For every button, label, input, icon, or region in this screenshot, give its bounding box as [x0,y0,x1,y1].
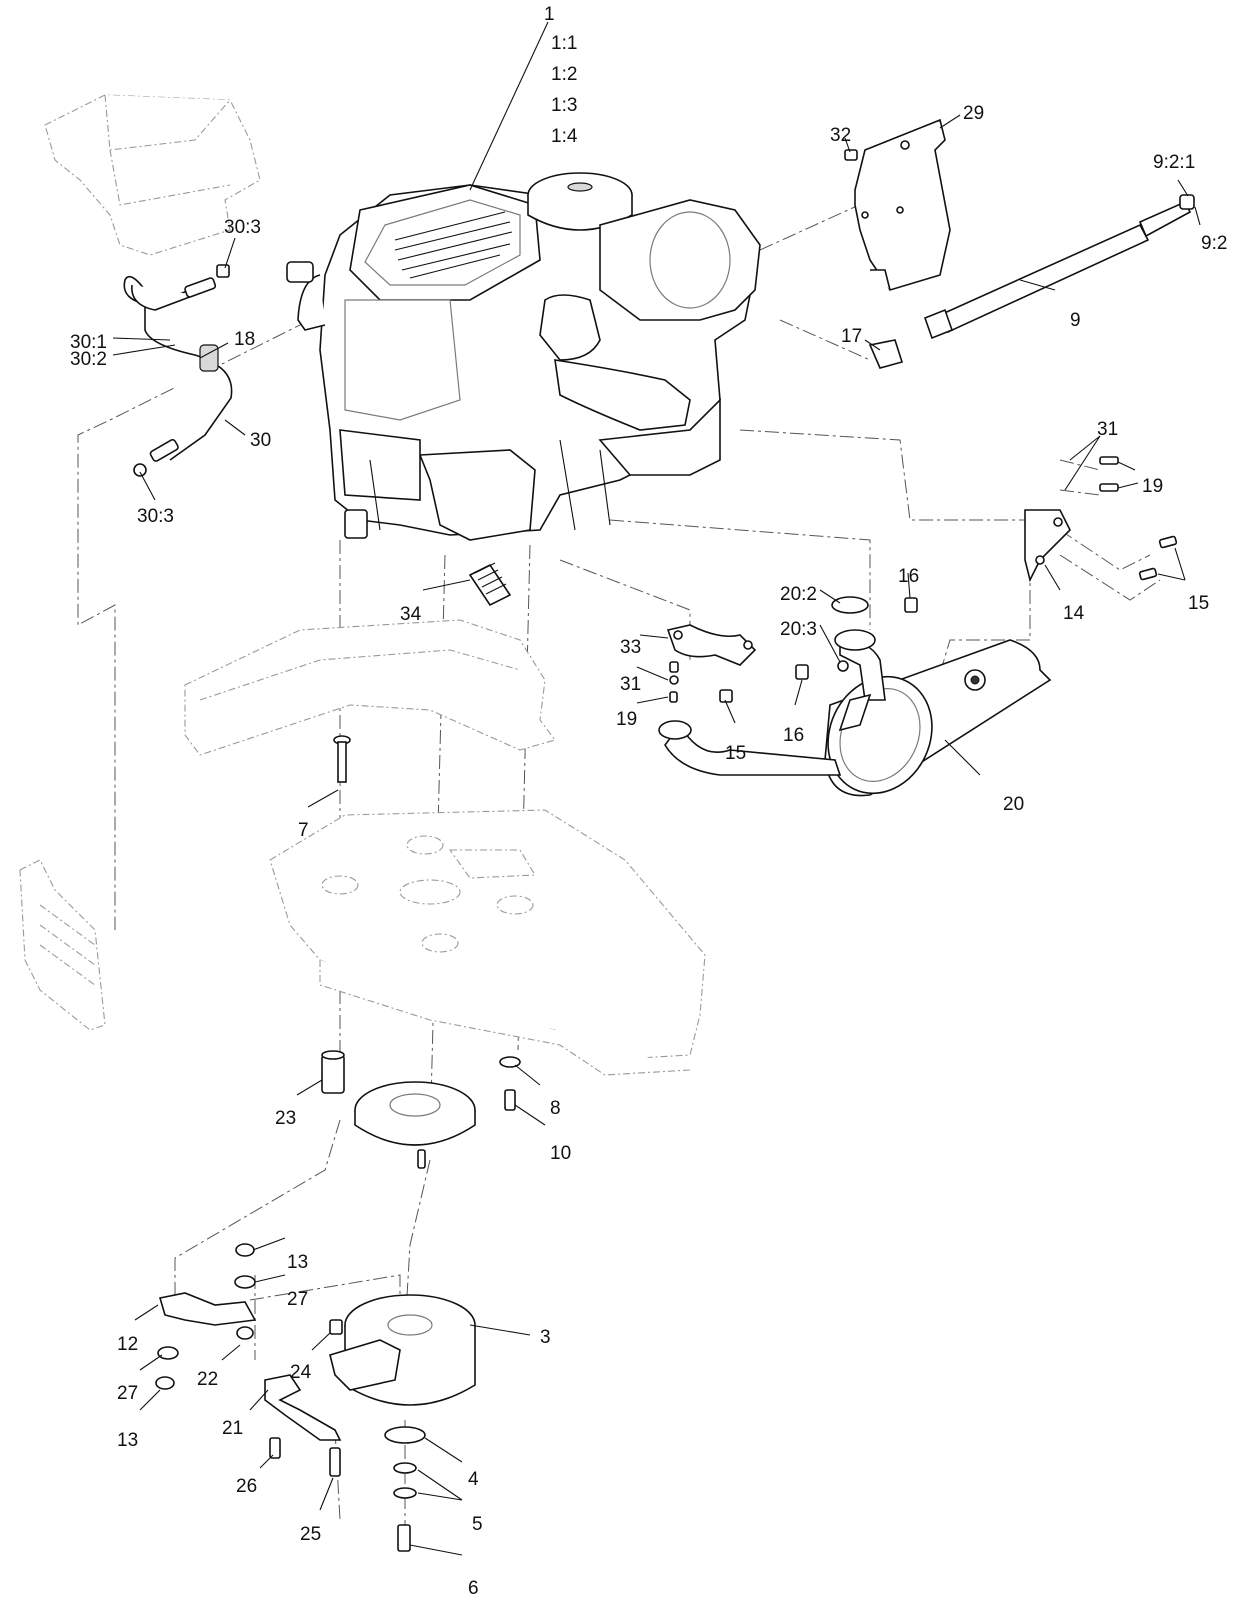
engine-assembly [286,172,761,541]
callout-18: 18 [234,329,255,350]
washer-8-bolt-10 [499,1056,521,1111]
bracket-14 [1024,509,1071,583]
callout-31-right: 31 [1097,419,1118,440]
callout-25: 25 [300,1524,321,1545]
callout-9-2-1: 9:2:1 [1153,152,1195,173]
callout-5: 5 [472,1514,483,1535]
callout-30-2: 30:2 [70,349,107,370]
callout-19-right: 19 [1142,476,1163,497]
fuel-hose-assembly [123,264,233,477]
ghost-frame-bracket-top-left [44,94,261,256]
callout-1-4: 1:4 [551,126,578,147]
callout-19-left: 19 [616,709,637,730]
callout-22: 22 [197,1369,218,1390]
washer-20-3-icon [837,660,849,672]
callout-16-top: 16 [898,566,919,587]
callout-20: 20 [1003,794,1024,815]
callout-29: 29 [963,103,984,124]
callout-1-1: 1:1 [551,33,577,54]
callout-8: 8 [550,1098,561,1119]
pulley [354,1081,476,1169]
callout-6: 6 [468,1578,479,1599]
nut-16b-icon [795,664,809,680]
brackets-12-21 [158,1292,342,1441]
engine-mounting-plate [269,809,706,1076]
oil-fill-cap-icon [286,261,314,283]
callout-31-left: 31 [620,674,641,695]
callout-16-bottom: 16 [783,725,804,746]
callout-4: 4 [468,1469,479,1490]
callout-26: 26 [236,1476,257,1497]
callout-14: 14 [1063,603,1085,624]
clutch-hardware [269,1426,426,1552]
muffler-bracket-33 [666,624,757,666]
callout-13-bottom: 13 [117,1430,138,1451]
callout-1: 1 [544,4,555,25]
electric-clutch [329,1294,476,1406]
screw-32-icon [844,149,858,161]
exhaust-pipe [868,194,1195,369]
callout-27-bottom: 27 [117,1383,138,1404]
bolt-7 [333,735,351,783]
callout-9-2: 9:2 [1201,233,1227,254]
callout-30: 30 [250,430,271,451]
callout-labels: 1 1:1 1:2 1:3 1:4 30:3 30:1 30:2 18 30 3… [70,4,1227,1599]
callout-15-right: 15 [1188,593,1209,614]
heat-shield [844,118,951,291]
callout-17: 17 [841,326,862,347]
callout-20-2: 20:2 [780,584,817,605]
callout-21: 21 [222,1418,243,1439]
spacer-23 [321,1050,345,1094]
callout-30-3-top: 30:3 [224,217,261,238]
callout-32: 32 [830,125,851,146]
callout-10: 10 [550,1143,571,1164]
spring-34 [468,562,512,607]
fitting-17-icon [868,339,904,369]
ghost-side-bracket [19,859,106,1031]
ghost-frame-rail [184,619,556,756]
muffler-assembly [658,629,1052,797]
callout-23: 23 [275,1108,296,1129]
gasket-20-2-icon [831,596,869,614]
callout-13-top: 13 [287,1252,308,1273]
callout-27-top: 27 [287,1289,308,1310]
callout-3: 3 [540,1327,551,1348]
callout-15-left: 15 [725,743,746,764]
callout-20-3: 20:3 [780,619,817,640]
callout-12: 12 [117,1334,138,1355]
callout-1-2: 1:2 [551,64,577,85]
callout-30-1: 30:1 [70,332,107,353]
callout-9: 9 [1070,310,1081,331]
callout-7: 7 [298,820,309,841]
callout-34: 34 [400,604,422,625]
nuts-washers-13-27-22 [155,1243,256,1390]
callout-1-3: 1:3 [551,95,577,116]
small-fasteners-muffler [669,456,1178,703]
callout-24: 24 [290,1362,312,1383]
leader-lines [112,21,1201,1556]
nut-16-icon [904,597,918,613]
callout-33: 33 [620,637,641,658]
callout-30-3-bottom: 30:3 [137,506,174,527]
